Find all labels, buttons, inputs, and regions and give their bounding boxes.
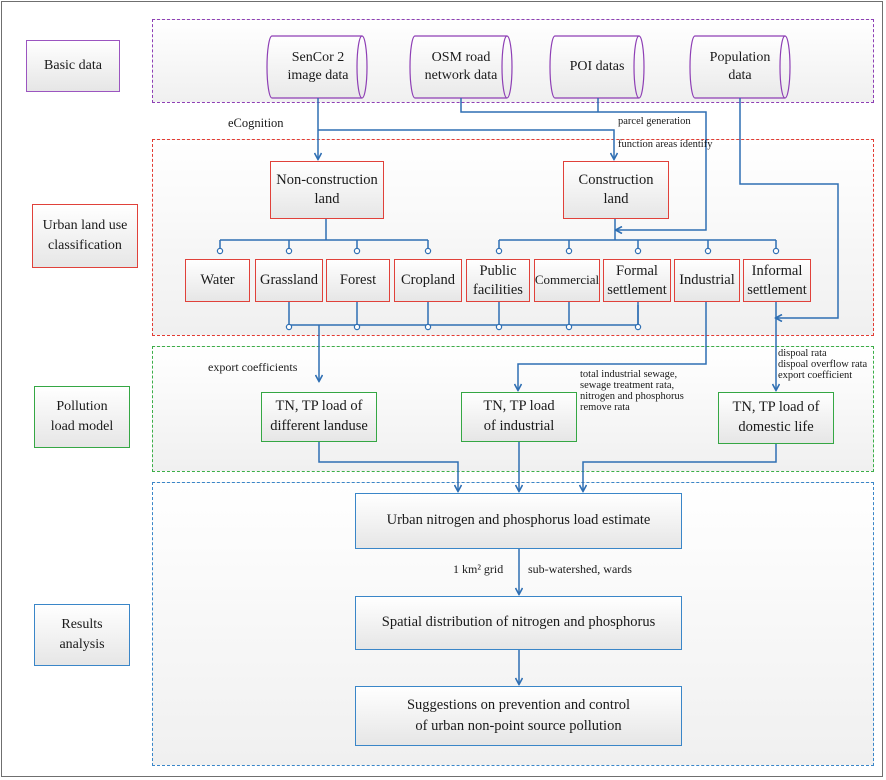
construction-land-box: Construction land [563, 161, 669, 219]
classification-label: Urban land use classification [32, 204, 138, 268]
load-estimate-box: Urban nitrogen and phosphorus load estim… [355, 493, 682, 549]
domestic-parameters-note: dispoal rata dispoal overflow rata expor… [778, 348, 868, 382]
forest-box: Forest [326, 259, 390, 302]
formal-settlement-box: Formal settlement [603, 259, 671, 302]
function-areas-note: function areas identify [618, 139, 713, 150]
suggestions-box: Suggestions on prevention and control of… [355, 686, 682, 746]
cropland-box: Cropland [394, 259, 462, 302]
ecognition-note: eCognition [228, 116, 284, 130]
water-box: Water [185, 259, 250, 302]
informal-settlement-box: Informal settlement [743, 259, 811, 302]
domestic-load-box: TN, TP load of domestic life [718, 392, 834, 444]
source-population: Population data [709, 49, 771, 83]
source-sencor: SenCor 2 image data [287, 49, 349, 83]
non-construction-land-box: Non-construction land [270, 161, 384, 219]
spatial-distribution-box: Spatial distribution of nitrogen and pho… [355, 596, 682, 650]
grassland-box: Grassland [255, 259, 323, 302]
parcel-generation-note: parcel generation [618, 116, 691, 127]
grid-note: 1 km² grid [453, 562, 504, 576]
commercial-box: Commercial [534, 259, 600, 302]
landuse-load-box: TN, TP load of different landuse [261, 392, 377, 442]
industrial-parameters-note: total industrial sewage, sewage treatmen… [580, 369, 684, 414]
source-osm: OSM road network data [424, 49, 498, 83]
industrial-load-box: TN, TP load of industrial [461, 392, 577, 442]
public-facilities-box: Public facilities [466, 259, 530, 302]
export-coefficients-note: export coefficients [208, 360, 298, 374]
pollution-load-label: Pollution load model [34, 386, 130, 448]
units-note: sub-watershed, wards [528, 562, 632, 576]
source-poi: POI datas [569, 58, 625, 74]
classification-stage [152, 139, 874, 336]
industrial-box: Industrial [674, 259, 740, 302]
results-analysis-label: Results analysis [34, 604, 130, 666]
basic-data-label: Basic data [26, 40, 120, 92]
